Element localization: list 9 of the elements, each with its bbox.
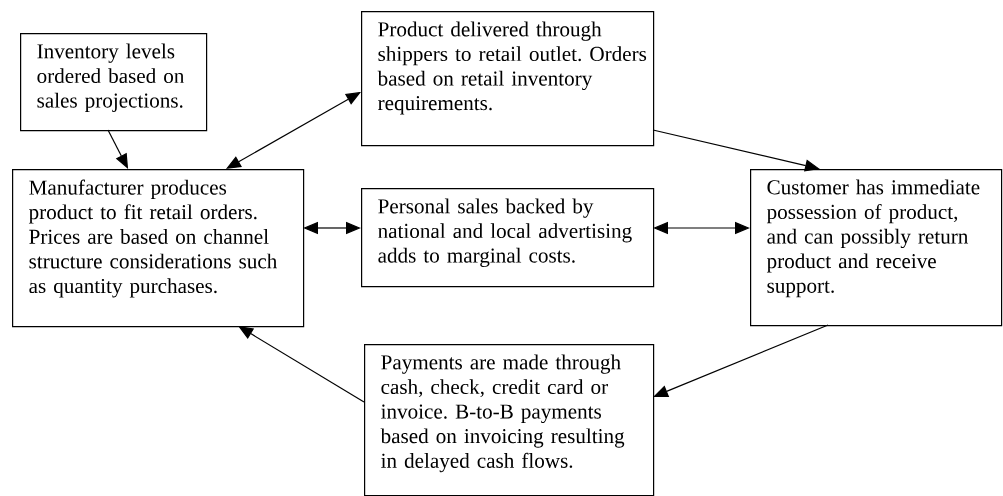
text-box: Manufacturer produces product to fit retail orders. Prices are based on channel structure considerations such as quantity purchases. (12, 169, 305, 328)
arrow (652, 129, 820, 172)
arrow (238, 326, 365, 403)
text-box: Personal sales backed by national and local advertising adds to marginal costs. (361, 188, 655, 288)
text-box: Product delivered through shippers to retail outlet. Orders based on retail inventory requirements. (361, 11, 655, 147)
text-box: Inventory levels ordered based on sales projections. (20, 33, 208, 132)
text-box: Customer has immediate possession of product, and can possibly return product and receive support. (750, 169, 1003, 327)
arrow (653, 324, 829, 397)
text-box: Payments are made through cash, check, credit card or invoice. B-to-B payments based on invoicing resulting in delayed cash flows. (364, 344, 655, 496)
